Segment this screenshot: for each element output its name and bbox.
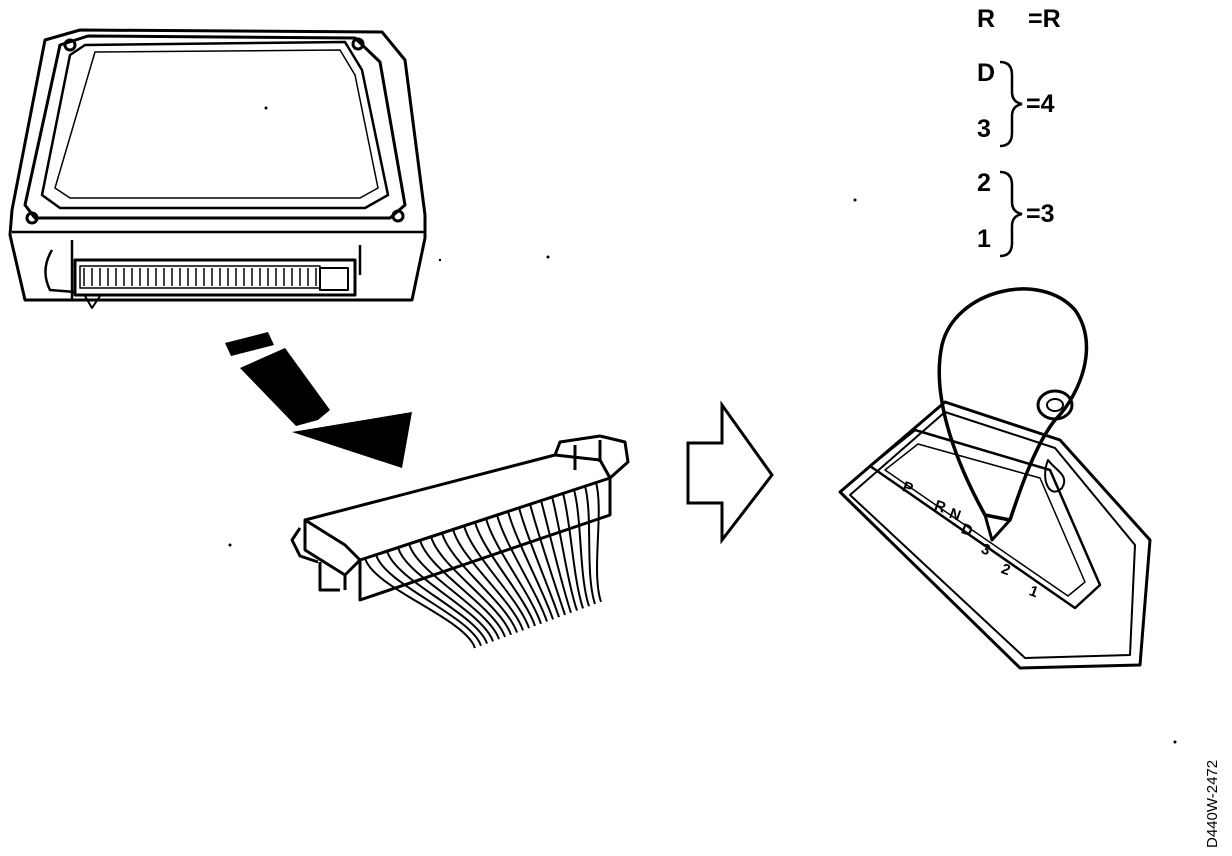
selector-mark-1: 1	[1027, 582, 1041, 601]
harness-wire	[584, 485, 596, 605]
legend-lowgears-value: =3	[1026, 200, 1055, 228]
brace-2-1	[999, 170, 1023, 258]
harness-wire	[397, 546, 494, 642]
legend-r-label: R	[977, 5, 996, 33]
harness-wire	[496, 514, 548, 622]
harness-wire	[375, 554, 482, 647]
harness-wire	[485, 518, 542, 625]
harness-wire	[441, 532, 518, 633]
legend-d3-value: =4	[1026, 90, 1055, 118]
harness-wire	[430, 536, 512, 636]
harness-wire	[595, 482, 602, 603]
legend-2-label: 2	[977, 169, 991, 197]
legend-r-value: =R	[1028, 5, 1061, 33]
legend-3-label: 3	[977, 115, 991, 143]
result-arrow	[686, 400, 774, 545]
harness-wire	[507, 510, 554, 620]
harness-wire	[551, 496, 578, 611]
control-unit-illustration	[8, 28, 427, 309]
control-unit-pins	[83, 268, 317, 286]
harness-wires	[364, 482, 602, 649]
insert-arrow	[225, 332, 412, 468]
harness-wire	[386, 550, 488, 644]
legend-d-label: D	[977, 59, 996, 87]
harness-wire	[518, 507, 560, 618]
harness-wire	[474, 521, 536, 627]
gear-selector-illustration	[838, 287, 1152, 670]
selector-mark-r: R	[932, 497, 948, 517]
harness-wire	[463, 525, 530, 629]
harness-wire	[573, 489, 590, 607]
harness-wire	[562, 492, 584, 609]
harness-wire	[364, 557, 476, 649]
harness-wire	[540, 500, 572, 614]
scan-specks	[228, 106, 1177, 744]
legend-1-label: 1	[977, 225, 991, 253]
legend-braces	[999, 60, 1023, 258]
harness-wire	[529, 503, 566, 616]
harness-connector-illustration	[290, 434, 630, 602]
brace-d-3	[999, 60, 1023, 148]
reference-code: D440W-2472	[1204, 759, 1221, 848]
harness-wire	[452, 528, 524, 631]
harness-wire	[408, 543, 500, 640]
harness-wire	[419, 539, 506, 638]
selector-mark-2: 2	[999, 560, 1013, 579]
